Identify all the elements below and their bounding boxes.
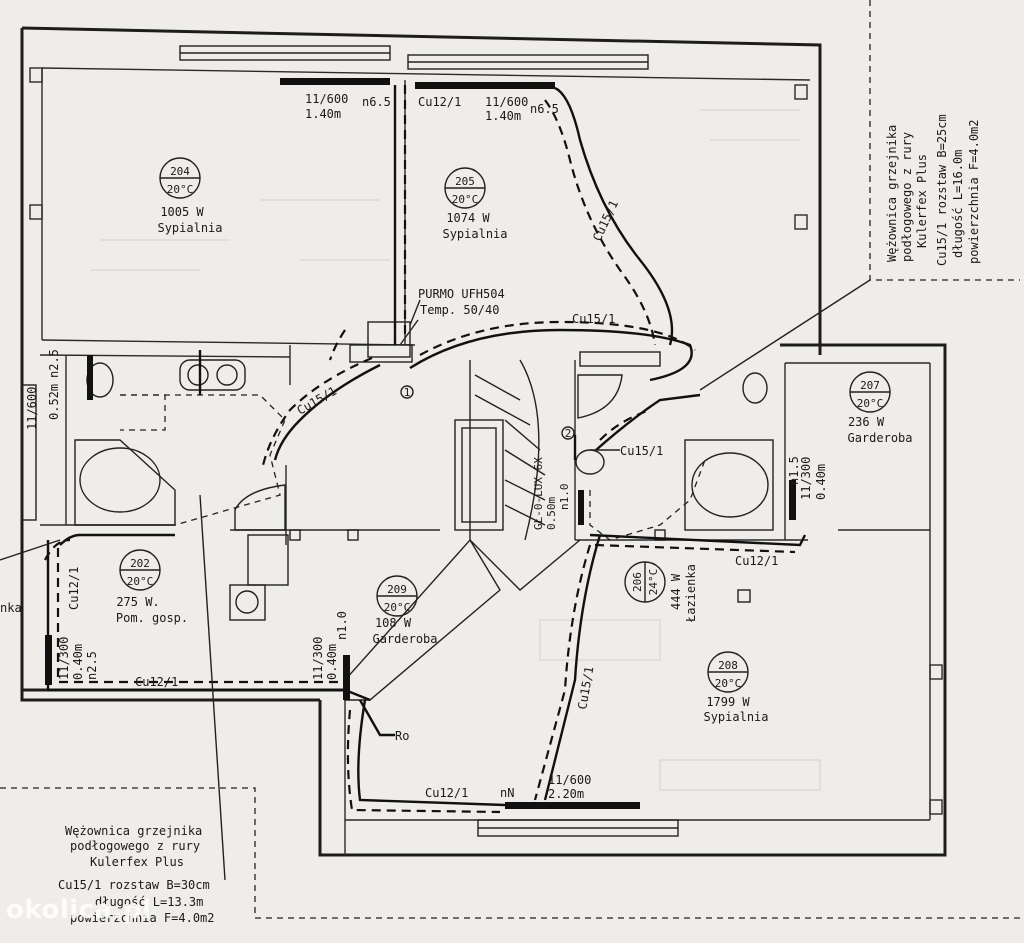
note-left-line3: Kulerfex Plus — [90, 855, 184, 869]
glux-label: GŁ-0-LUX 6X — [532, 457, 545, 530]
note-left-line6: powierzchnia F=4.0m2 — [70, 911, 215, 925]
marker-circle-2 — [561, 426, 575, 440]
note-right-line3: Kulerfex Plus — [915, 154, 929, 248]
glux-n: n1.0 — [558, 484, 571, 511]
rad-left-size: 11/600 — [25, 387, 39, 430]
rad-left-n: n2.5 — [47, 349, 61, 378]
rad2-n: n6.5 — [530, 102, 559, 116]
rad-gosp-size: 11/300 — [57, 637, 71, 680]
note-right-line2: podłogowego z rury — [900, 132, 914, 262]
show-through-lines — [90, 109, 821, 791]
room-207-temp: 20°C — [857, 397, 884, 410]
room-205-name: Sypialnia — [442, 227, 507, 241]
rad1-n: n6.5 — [362, 95, 391, 109]
room-209-name: Garderoba — [372, 632, 437, 646]
room-209-temp: 20°C — [384, 601, 411, 614]
rad-gosp-length: 0.40m — [71, 644, 85, 680]
rad-gard-length: 0.40m — [325, 644, 339, 680]
room-badges — [119, 157, 891, 693]
room-207-number: 207 — [860, 379, 880, 392]
room-208-number: 208 — [718, 659, 738, 672]
rad-gard-n: n1.0 — [335, 611, 349, 640]
watermark: okolica.pl — [6, 895, 152, 925]
marker-2-label: 2 — [565, 427, 572, 440]
room-208-temp: 20°C — [715, 677, 742, 690]
room-205-temp: 20°C — [452, 193, 479, 206]
room-205-number: 205 — [455, 175, 475, 188]
room-206-name: Łazienka — [684, 564, 698, 623]
note-left-line2: podłogowego z rury — [70, 839, 200, 853]
rad-big-size: 11/600 — [548, 773, 591, 787]
note-left-line4: Cu15/1 rozstaw B=30cm — [58, 878, 210, 892]
rad1-size: 11/600 — [305, 92, 348, 106]
edge-fragment: nka — [0, 601, 22, 615]
note-right: Wężownica grzejnika podłogowego z rury K… — [885, 114, 981, 266]
note-right-line6: powierzchnia F=4.0m2 — [967, 120, 981, 265]
purmo-label: PURMO UFH504 — [418, 287, 505, 301]
rad-left-length: 0.52m — [47, 384, 61, 420]
note-left-line5: długość L=13.3m — [95, 895, 203, 909]
room-209-number: 209 — [387, 583, 407, 596]
rad-bath-length: 0.40m — [814, 464, 828, 500]
ro-label: Ro — [395, 729, 409, 743]
note-right-line5: długość L=16.0m — [951, 150, 965, 258]
room-202-temp: 20°C — [127, 575, 154, 588]
rad1-length: 1.40m — [305, 107, 341, 121]
temp-range-label: Temp. 50/40 — [420, 303, 499, 317]
cu15-bath: Cu15/1 — [620, 444, 663, 458]
cu15-right: Cu15/1 — [590, 198, 621, 243]
room-207-power: 236 W — [848, 415, 885, 429]
nN-label: nN — [500, 786, 514, 800]
room-204-power: 1005 W — [160, 205, 204, 219]
cu15-center: Cu15/1 — [575, 665, 596, 710]
note-left: Wężownica grzejnika podłogowego z rury K… — [58, 824, 215, 925]
fixtures — [74, 351, 774, 621]
room-202-power: 275 W. — [116, 595, 159, 609]
room-202-number: 202 — [130, 557, 150, 570]
rad2-size: 11/600 — [485, 95, 528, 109]
rad-big-length: 2.20m — [548, 787, 584, 801]
windows — [21, 45, 679, 837]
cu15-mid: Cu15/1 — [572, 312, 615, 326]
rad-bath-size: 11/300 — [799, 457, 813, 500]
rad-gosp-n: n2.5 — [85, 651, 99, 680]
walls — [20, 26, 947, 857]
room-206-power: 444 W — [669, 573, 683, 610]
floor-heating-zones — [0, 0, 1024, 919]
cu12-bath: Cu12/1 — [735, 554, 778, 568]
marker-circle-1 — [400, 385, 414, 399]
rad2-length: 1.40m — [485, 109, 521, 123]
room-204-number: 204 — [170, 165, 190, 178]
leader-lines — [0, 279, 871, 881]
glux-length: 0.50m — [545, 497, 558, 530]
rad-bath-n: n1.5 — [787, 456, 801, 485]
room-207-name: Garderoba — [847, 431, 912, 445]
manifold-box — [349, 321, 413, 363]
cu12-bottom: Cu12/1 — [425, 786, 468, 800]
rad-gard-size: 11/300 — [311, 637, 325, 680]
room-204-temp: 20°C — [167, 183, 194, 196]
room-206-number: 206 — [631, 572, 644, 592]
note-right-line1: Wężownica grzejnika — [885, 125, 899, 262]
cu12-top: Cu12/1 — [418, 95, 461, 109]
room-209-power: 108 W — [375, 616, 412, 630]
room-208-power: 1799 W — [706, 695, 750, 709]
room-204-name: Sypialnia — [157, 221, 222, 235]
marker-1-label: 1 — [404, 386, 411, 399]
room-206-temp: 24°C — [647, 569, 660, 596]
room-208-name: Sypialnia — [703, 710, 768, 724]
note-left-line1: Wężownica grzejnika — [65, 824, 202, 838]
room-205-power: 1074 W — [446, 211, 490, 225]
cu12-bottom-left: Cu12/1 — [135, 675, 178, 689]
note-right-line4: Cu15/1 rozstaw B=25cm — [935, 114, 949, 266]
room-202-name: Pom. gosp. — [116, 611, 188, 625]
heating-pipes — [44, 85, 807, 814]
cu12-left-vert: Cu12/1 — [67, 567, 81, 610]
staircase — [344, 359, 581, 701]
